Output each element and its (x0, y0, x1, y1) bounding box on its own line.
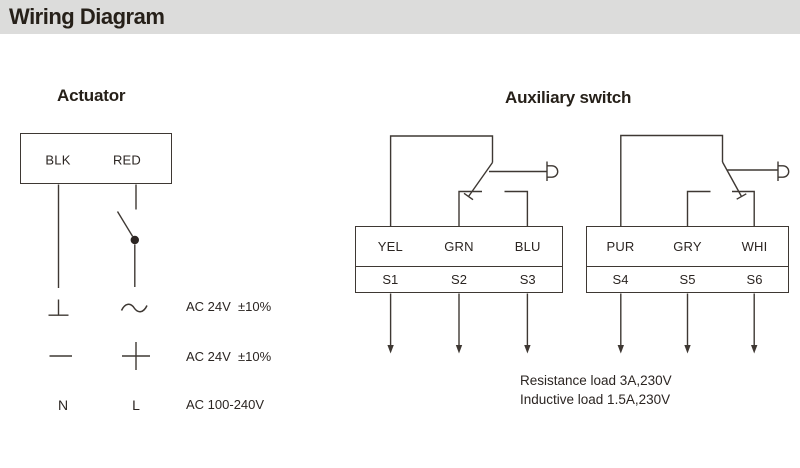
switch1-common-wire (389, 135, 494, 227)
terminal-s5: S5 (679, 272, 696, 287)
switch2-output-arrows (617, 293, 758, 354)
switch2-contact-left (686, 190, 711, 227)
page-title: Wiring Diagram (9, 4, 165, 29)
terminal-s4: S4 (612, 272, 629, 287)
switch2-operator-icon (777, 161, 790, 181)
aux-switch1-color-row: YEL GRN BLU (356, 227, 562, 266)
aux-switch1-terminal-row: S1 S2 S3 (356, 266, 562, 292)
plus-icon (122, 342, 150, 370)
switch1-output-arrows (387, 293, 531, 354)
wire-color-blu: BLU (514, 239, 541, 254)
line-label: L (132, 397, 140, 413)
switch2-lever (721, 161, 743, 197)
rating-ac24v-1: AC 24V ±10% (186, 299, 272, 314)
neutral-label: N (57, 397, 69, 413)
terminal-label-blk: BLK (45, 152, 71, 168)
aux-switch2-terminal-row: S4 S5 S6 (587, 266, 788, 292)
actuator-heading: Actuator (57, 86, 126, 105)
resistance-load-note: Resistance load 3A,230V (520, 373, 672, 388)
terminal-s2: S2 (451, 272, 467, 287)
aux-switch1-symbol (387, 135, 559, 354)
switch2-contact-right (732, 190, 755, 227)
switch2-lever-tick (736, 193, 747, 200)
title-bar: Wiring Diagram (0, 0, 800, 34)
switch2-common-wire (620, 134, 724, 227)
terminal-s3: S3 (519, 272, 536, 287)
switch1-lever-tick (463, 192, 474, 201)
wire-color-whi: WHI (741, 239, 768, 254)
auxiliary-switch-heading: Auxiliary switch (505, 88, 632, 107)
wire-color-yel: YEL (377, 239, 403, 254)
switch1-operator-icon (546, 161, 559, 181)
wire-color-pur: PUR (606, 239, 635, 254)
ac-sine-icon (120, 303, 148, 313)
actuator-wiring (48, 184, 150, 370)
rating-ac100-240v: AC 100-240V (186, 397, 265, 412)
terminal-label-red: RED (112, 152, 142, 168)
aux-switch2-color-row: PUR GRY WHI (587, 227, 788, 266)
rating-ac24v-2: AC 24V ±10% (186, 349, 272, 364)
wire-switch-icon (116, 211, 139, 245)
aux-switch2-terminal-box: PUR GRY WHI S4 S5 S6 (586, 226, 789, 293)
actuator-terminal-box: BLK RED (20, 133, 172, 184)
switch1-contact-right (504, 190, 529, 227)
terminal-s6: S6 (746, 272, 763, 287)
wire-color-gry: GRY (673, 239, 702, 254)
ground-icon (48, 299, 69, 316)
terminal-s1: S1 (382, 272, 399, 287)
inductive-load-note: Inductive load 1.5A,230V (520, 392, 671, 407)
aux-switch2-symbol (617, 134, 790, 354)
wire-color-grn: GRN (444, 239, 474, 254)
switch1-contact-left (458, 190, 482, 227)
